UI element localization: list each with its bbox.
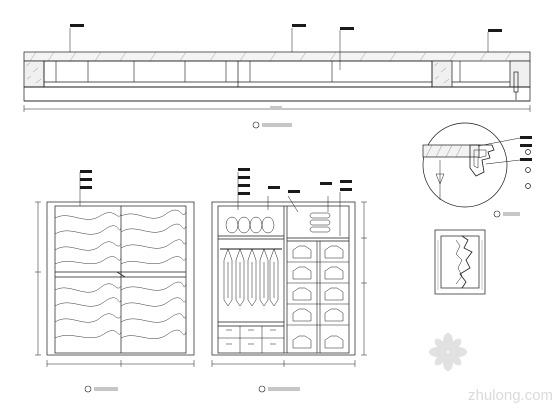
detail-circle [422,122,532,218]
cabinet-dividers [55,61,461,82]
section-detail [434,229,486,295]
door-frame [46,201,195,356]
elevation-leaders [69,24,502,70]
top-elevation [23,24,531,129]
end-wall [509,60,531,88]
callout-markers [525,149,531,189]
folded-hats [225,216,275,234]
watermark: zhulong.com [429,333,553,404]
rolled-towels [309,212,331,233]
shelf-grid [287,241,349,353]
wood-grain [54,209,187,339]
left-pier [23,60,45,88]
watermark-logo-icon [429,333,467,371]
hanging-clothes [223,248,279,307]
watermark-text: zhulong.com [468,387,553,404]
elevation-title-mark [252,121,292,129]
door-elevation [35,170,195,393]
ceiling-hatch [29,51,512,62]
drawers [218,326,284,353]
folded-clothes [292,245,344,349]
wardrobe-interior [211,168,367,393]
elevation-dimension [23,105,531,112]
right-pier [431,60,453,88]
wardrobe-frame [211,201,356,356]
